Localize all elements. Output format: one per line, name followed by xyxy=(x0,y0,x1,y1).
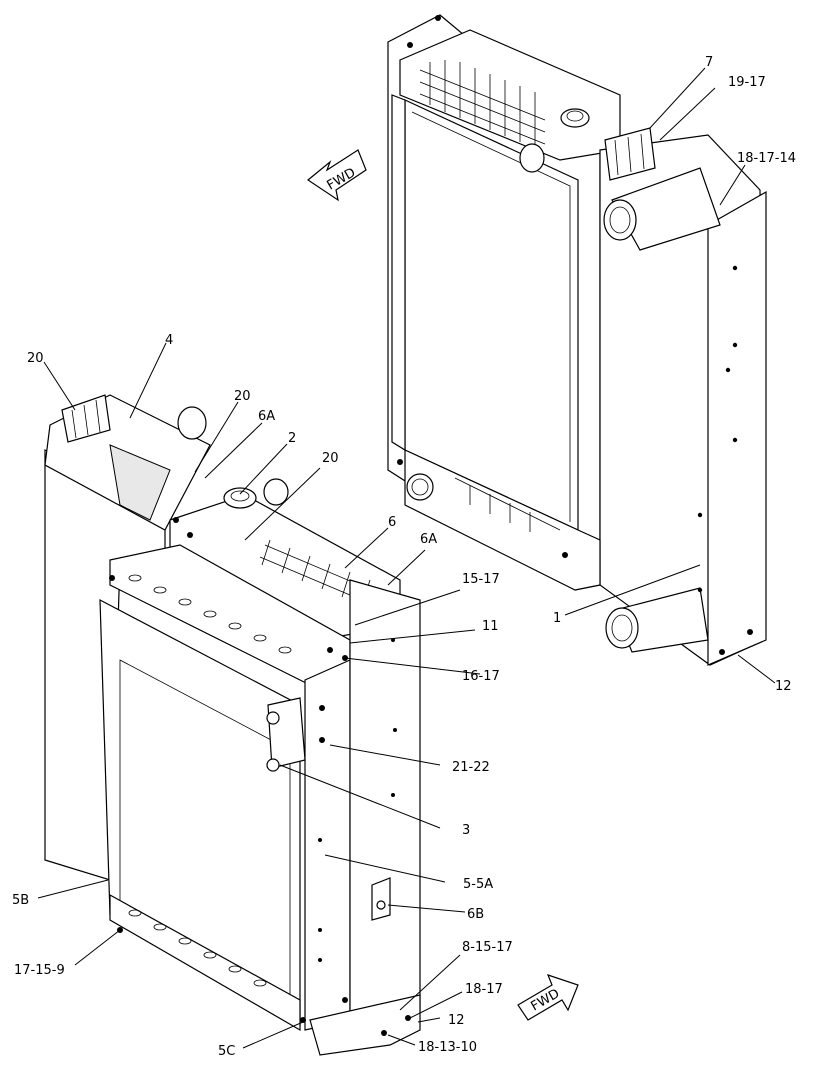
callout-labels: 7 19-17 18-17-14 4 20 20 6A 2 20 6 6A 15… xyxy=(12,55,796,1059)
lower-radiator-assembly xyxy=(44,394,421,1056)
callout-6: 6 xyxy=(388,515,396,530)
callout-6a-upper: 6A xyxy=(258,409,275,424)
callout-20-bracket: 20 xyxy=(234,389,251,404)
callout-2: 2 xyxy=(288,431,296,446)
callout-15-17: 15-17 xyxy=(462,572,500,587)
fwd-arrow-lower: FWD xyxy=(517,974,579,1021)
callout-5c: 5C xyxy=(218,1044,235,1059)
callout-12-upper: 12 xyxy=(775,679,792,694)
callout-6a-lower: 6A xyxy=(420,532,437,547)
callout-18-17-14: 18-17-14 xyxy=(737,151,796,166)
callout-1: 1 xyxy=(553,611,561,626)
callout-11: 11 xyxy=(482,619,499,634)
callout-3: 3 xyxy=(462,823,470,838)
callout-4: 4 xyxy=(165,333,173,348)
callout-8-15-17: 8-15-17 xyxy=(462,940,513,955)
leader-lines xyxy=(37,67,776,1049)
callout-19-17: 19-17 xyxy=(728,75,766,90)
fwd-arrow-upper: FWD xyxy=(306,149,367,202)
callout-7: 7 xyxy=(705,55,713,70)
upper-radiator-assembly xyxy=(387,14,767,666)
callout-5b: 5B xyxy=(12,893,29,908)
callout-12-lower: 12 xyxy=(448,1013,465,1028)
callout-20-duct: 20 xyxy=(27,351,44,366)
callout-17-15-9: 17-15-9 xyxy=(14,963,65,978)
callout-6b: 6B xyxy=(467,907,484,922)
callout-20-tank: 20 xyxy=(322,451,339,466)
callout-5-5a: 5-5A xyxy=(463,877,493,892)
callout-18-17: 18-17 xyxy=(465,982,503,997)
callout-16-17: 16-17 xyxy=(462,669,500,684)
callout-18-13-10: 18-13-10 xyxy=(418,1040,477,1055)
callout-21-22: 21-22 xyxy=(452,760,490,775)
